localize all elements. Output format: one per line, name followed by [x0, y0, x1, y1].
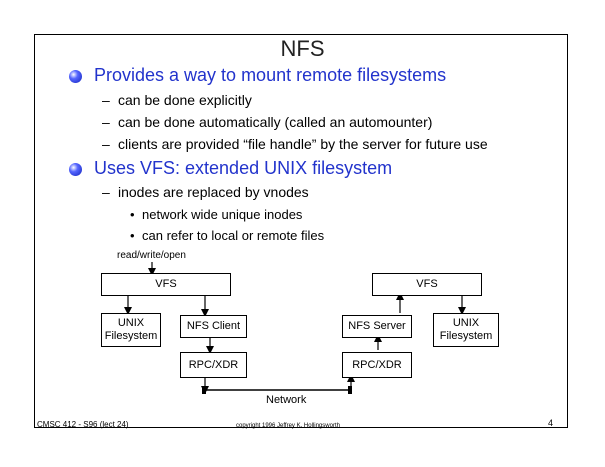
dash-icon: – — [102, 92, 110, 108]
client-vfs-box: VFS — [101, 273, 231, 296]
slide-title: NFS — [280, 36, 325, 61]
dash-icon: – — [102, 114, 110, 130]
footer-course: CMSC 412 - S96 (lect 24) — [37, 420, 129, 429]
client-unix-label: UNIX Filesystem — [104, 317, 158, 342]
bullet-2-sub-1: inodes are replaced by vnodes — [118, 184, 309, 200]
network-terminator — [202, 386, 206, 394]
bullet-1-text: Provides a way to mount remote filesyste… — [94, 65, 447, 85]
bullet-1-sub-2: can be done automatically (called an aut… — [118, 114, 433, 130]
server-vfs-label: VFS — [416, 278, 438, 290]
nfs-server-label: NFS Server — [348, 320, 406, 332]
server-rpc-box: RPC/XDR — [342, 352, 412, 378]
client-rpc-box: RPC/XDR — [180, 352, 247, 378]
server-unix-box: UNIX Filesystem — [433, 313, 499, 347]
network-terminator — [348, 386, 352, 394]
bullet-2-subsub-2: can refer to local or remote files — [142, 228, 325, 243]
bullet-1-sub-3: clients are provided “file handle” by th… — [118, 136, 488, 152]
client-unix-box: UNIX Filesystem — [101, 313, 161, 347]
footer-copyright: copyright 1996 Jeffrey K. Hollingsworth — [236, 423, 340, 429]
bullet-2-subsub-1: network wide unique inodes — [142, 207, 303, 222]
bullet-1-sub-1: can be done explicitly — [118, 92, 252, 108]
small-bullet-icon: • — [130, 228, 135, 243]
client-rpc-label: RPC/XDR — [188, 358, 239, 371]
page-number: 4 — [548, 418, 554, 428]
server-vfs-box: VFS — [372, 273, 482, 296]
nfs-client-label: NFS Client — [186, 320, 241, 332]
client-vfs-label: VFS — [155, 278, 177, 290]
bullet-2-text: Uses VFS: extended UNIX filesystem — [94, 158, 393, 178]
bullet-dot-icon — [69, 70, 82, 83]
call-label: read/write/open — [117, 250, 186, 261]
server-unix-label: UNIX Filesystem — [439, 317, 493, 342]
server-rpc-label: RPC/XDR — [352, 358, 402, 371]
slide-frame — [34, 34, 568, 428]
network-label: Network — [266, 394, 307, 406]
dash-icon: – — [102, 184, 110, 200]
bullet-dot-icon — [69, 163, 82, 176]
nfs-server-box: NFS Server — [342, 315, 412, 338]
nfs-client-box: NFS Client — [180, 315, 247, 338]
dash-icon: – — [102, 136, 110, 152]
small-bullet-icon: • — [130, 207, 135, 222]
